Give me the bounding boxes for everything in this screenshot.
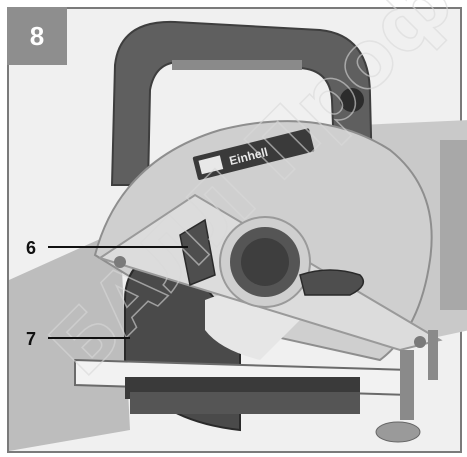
callout-6-leader-line xyxy=(48,246,188,248)
spindle-lock-lever xyxy=(179,218,216,287)
callout-7-label: 7 xyxy=(26,329,37,349)
brand-logo: Einhell xyxy=(192,128,315,180)
handle xyxy=(110,20,374,186)
figure-number-badge: 8 xyxy=(7,7,67,65)
callout-7-leader-line xyxy=(48,337,130,339)
callout-6-label: 6 xyxy=(26,238,37,258)
